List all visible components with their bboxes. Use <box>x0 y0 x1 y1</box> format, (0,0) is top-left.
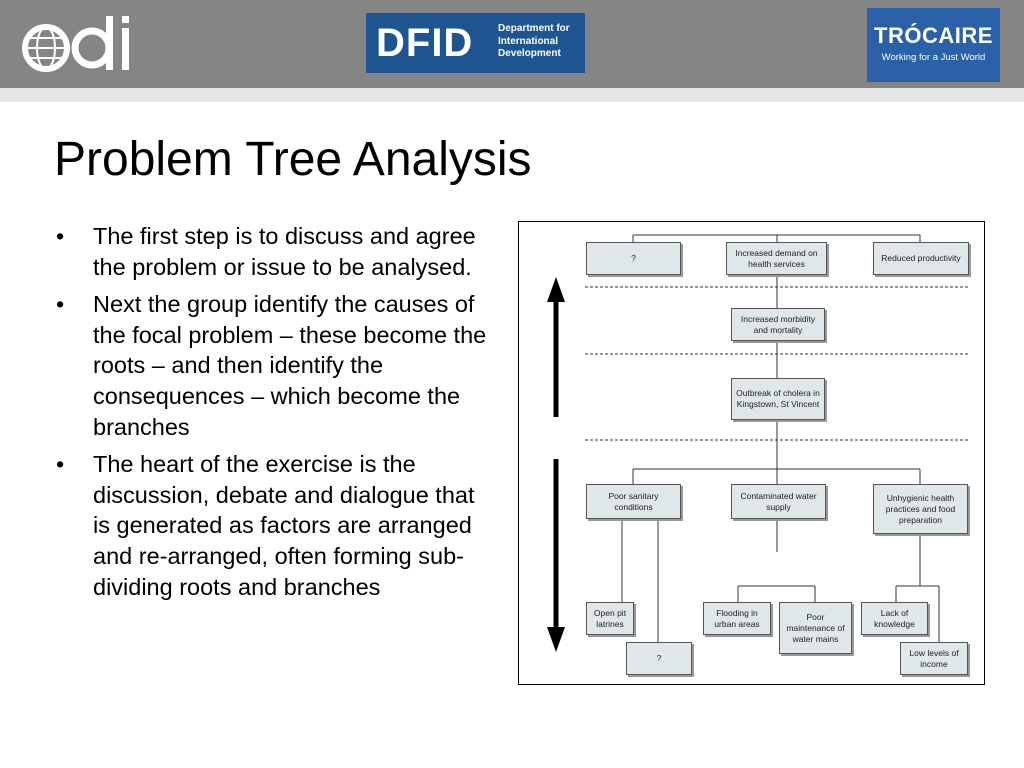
down-arrow-icon <box>547 459 565 652</box>
bullet-item: • The heart of the exercise is the discu… <box>56 449 496 602</box>
odi-logo <box>22 16 129 72</box>
cause-node-hygiene: Unhygienic health practices and food pre… <box>873 484 968 534</box>
trocaire-logo: TRÓCAIRE Working for a Just World <box>867 8 1000 82</box>
problem-tree-diagram: ? Increased demand on health services Re… <box>518 221 985 685</box>
bullet-text: The first step is to discuss and agree t… <box>93 223 476 280</box>
bullet-dot: • <box>56 291 65 318</box>
dfid-abbreviation: DFID <box>376 21 474 65</box>
dfid-logo: DFID Department for International Develo… <box>366 13 585 73</box>
dfid-line: International <box>498 35 559 47</box>
header-bar: DFID Department for International Develo… <box>0 0 1024 88</box>
up-arrow-icon <box>547 277 565 417</box>
cause-node-sanitary: Poor sanitary conditions <box>586 484 681 519</box>
bullet-text: The heart of the exercise is the discuss… <box>93 451 475 600</box>
bullet-item: • The first step is to discuss and agree… <box>56 221 496 282</box>
core-problem-node: Outbreak of cholera in Kingstown, St Vin… <box>731 378 825 420</box>
bullet-text: Next the group identify the causes of th… <box>93 291 487 440</box>
header-divider <box>0 88 1024 102</box>
effect-node-health-services: Increased demand on health services <box>726 242 827 275</box>
bullet-item: • Next the group identify the causes of … <box>56 289 496 442</box>
slide-title: Problem Tree Analysis <box>54 133 532 186</box>
diagram-lines <box>547 234 970 652</box>
dfid-line: Development <box>498 48 561 59</box>
cause-node-water-supply: Contaminated water supply <box>731 484 826 519</box>
subcause-node-unknown: ? <box>626 642 692 675</box>
effect-node-unknown: ? <box>586 242 681 275</box>
trocaire-tagline: Working for a Just World <box>881 52 986 63</box>
bullet-dot: • <box>56 223 65 249</box>
subcause-node-water-mains: Poor maintenance of water mains <box>779 602 852 654</box>
dfid-full-name: Department for International Development <box>498 23 570 61</box>
subcause-node-flooding: Flooding in urban areas <box>703 602 771 635</box>
effect-node-productivity: Reduced productivity <box>873 242 969 275</box>
trocaire-name: TRÓCAIRE <box>874 23 993 48</box>
subcause-node-knowledge: Lack of knowledge <box>861 602 928 635</box>
dfid-line: Department for <box>498 23 570 34</box>
bullet-list: • The first step is to discuss and agree… <box>56 221 496 609</box>
effect-node-morbidity: Increased morbidity and mortality <box>731 308 825 341</box>
globe-icon <box>22 24 70 72</box>
subcause-node-income: Low levels of income <box>900 642 968 675</box>
bullet-dot: • <box>56 451 65 478</box>
subcause-node-latrines: Open pit latrines <box>586 602 634 635</box>
